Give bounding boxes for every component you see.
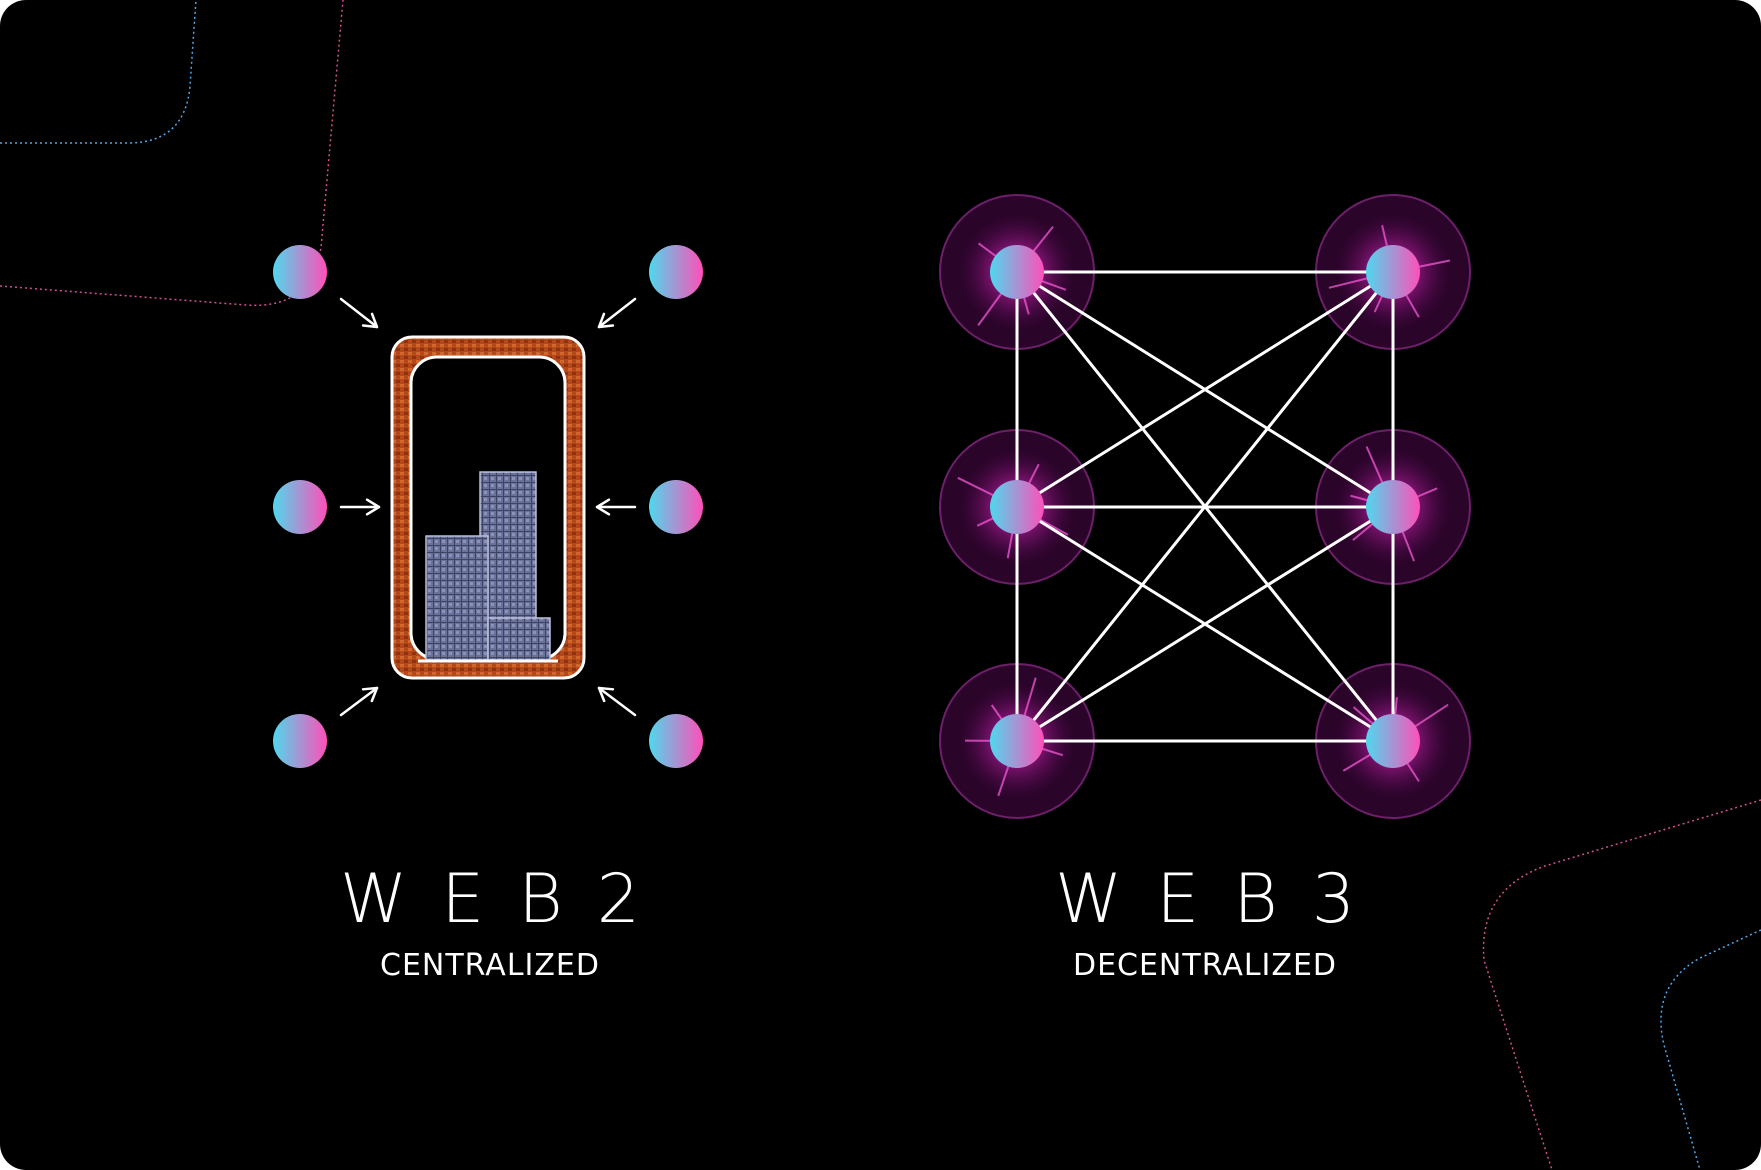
web3-node-1 — [990, 245, 1044, 299]
web3-node-5 — [990, 714, 1044, 768]
web2-arrow-5 — [339, 686, 379, 717]
web3-caption: WEB3 DECENTRALIZED — [1010, 860, 1400, 984]
web2-node-6 — [649, 714, 703, 768]
web3-title: WEB3 — [1055, 860, 1389, 939]
web2-subtitle: CENTRALIZED — [380, 948, 600, 983]
web3-subtitle: DECENTRALIZED — [1072, 948, 1338, 983]
web2-node-5 — [273, 714, 327, 768]
web2-arrow-6 — [597, 686, 637, 717]
web2-arrow-2 — [597, 297, 637, 329]
web2-node-4 — [649, 480, 703, 534]
web3-node-3 — [990, 480, 1044, 534]
building-in-rounded-frame-icon — [390, 335, 586, 680]
web2-node-1 — [273, 245, 327, 299]
web3-link-11 — [1016, 505, 1394, 743]
web2-node-2 — [649, 245, 703, 299]
web2-arrow-4 — [595, 498, 637, 516]
web3-node-4 — [1366, 480, 1420, 534]
web3-node-2 — [1366, 245, 1420, 299]
web2-title: WEB2 — [340, 860, 674, 939]
web2-diagram — [273, 245, 703, 768]
web2-arrow-1 — [339, 297, 379, 329]
web2-caption: WEB2 CENTRALIZED — [300, 860, 680, 984]
web2-node-3 — [273, 480, 327, 534]
web3-diagram — [939, 194, 1471, 819]
web3-link-5 — [1016, 270, 1394, 509]
web3-node-6 — [1366, 714, 1420, 768]
web2-arrow-3 — [339, 498, 381, 516]
